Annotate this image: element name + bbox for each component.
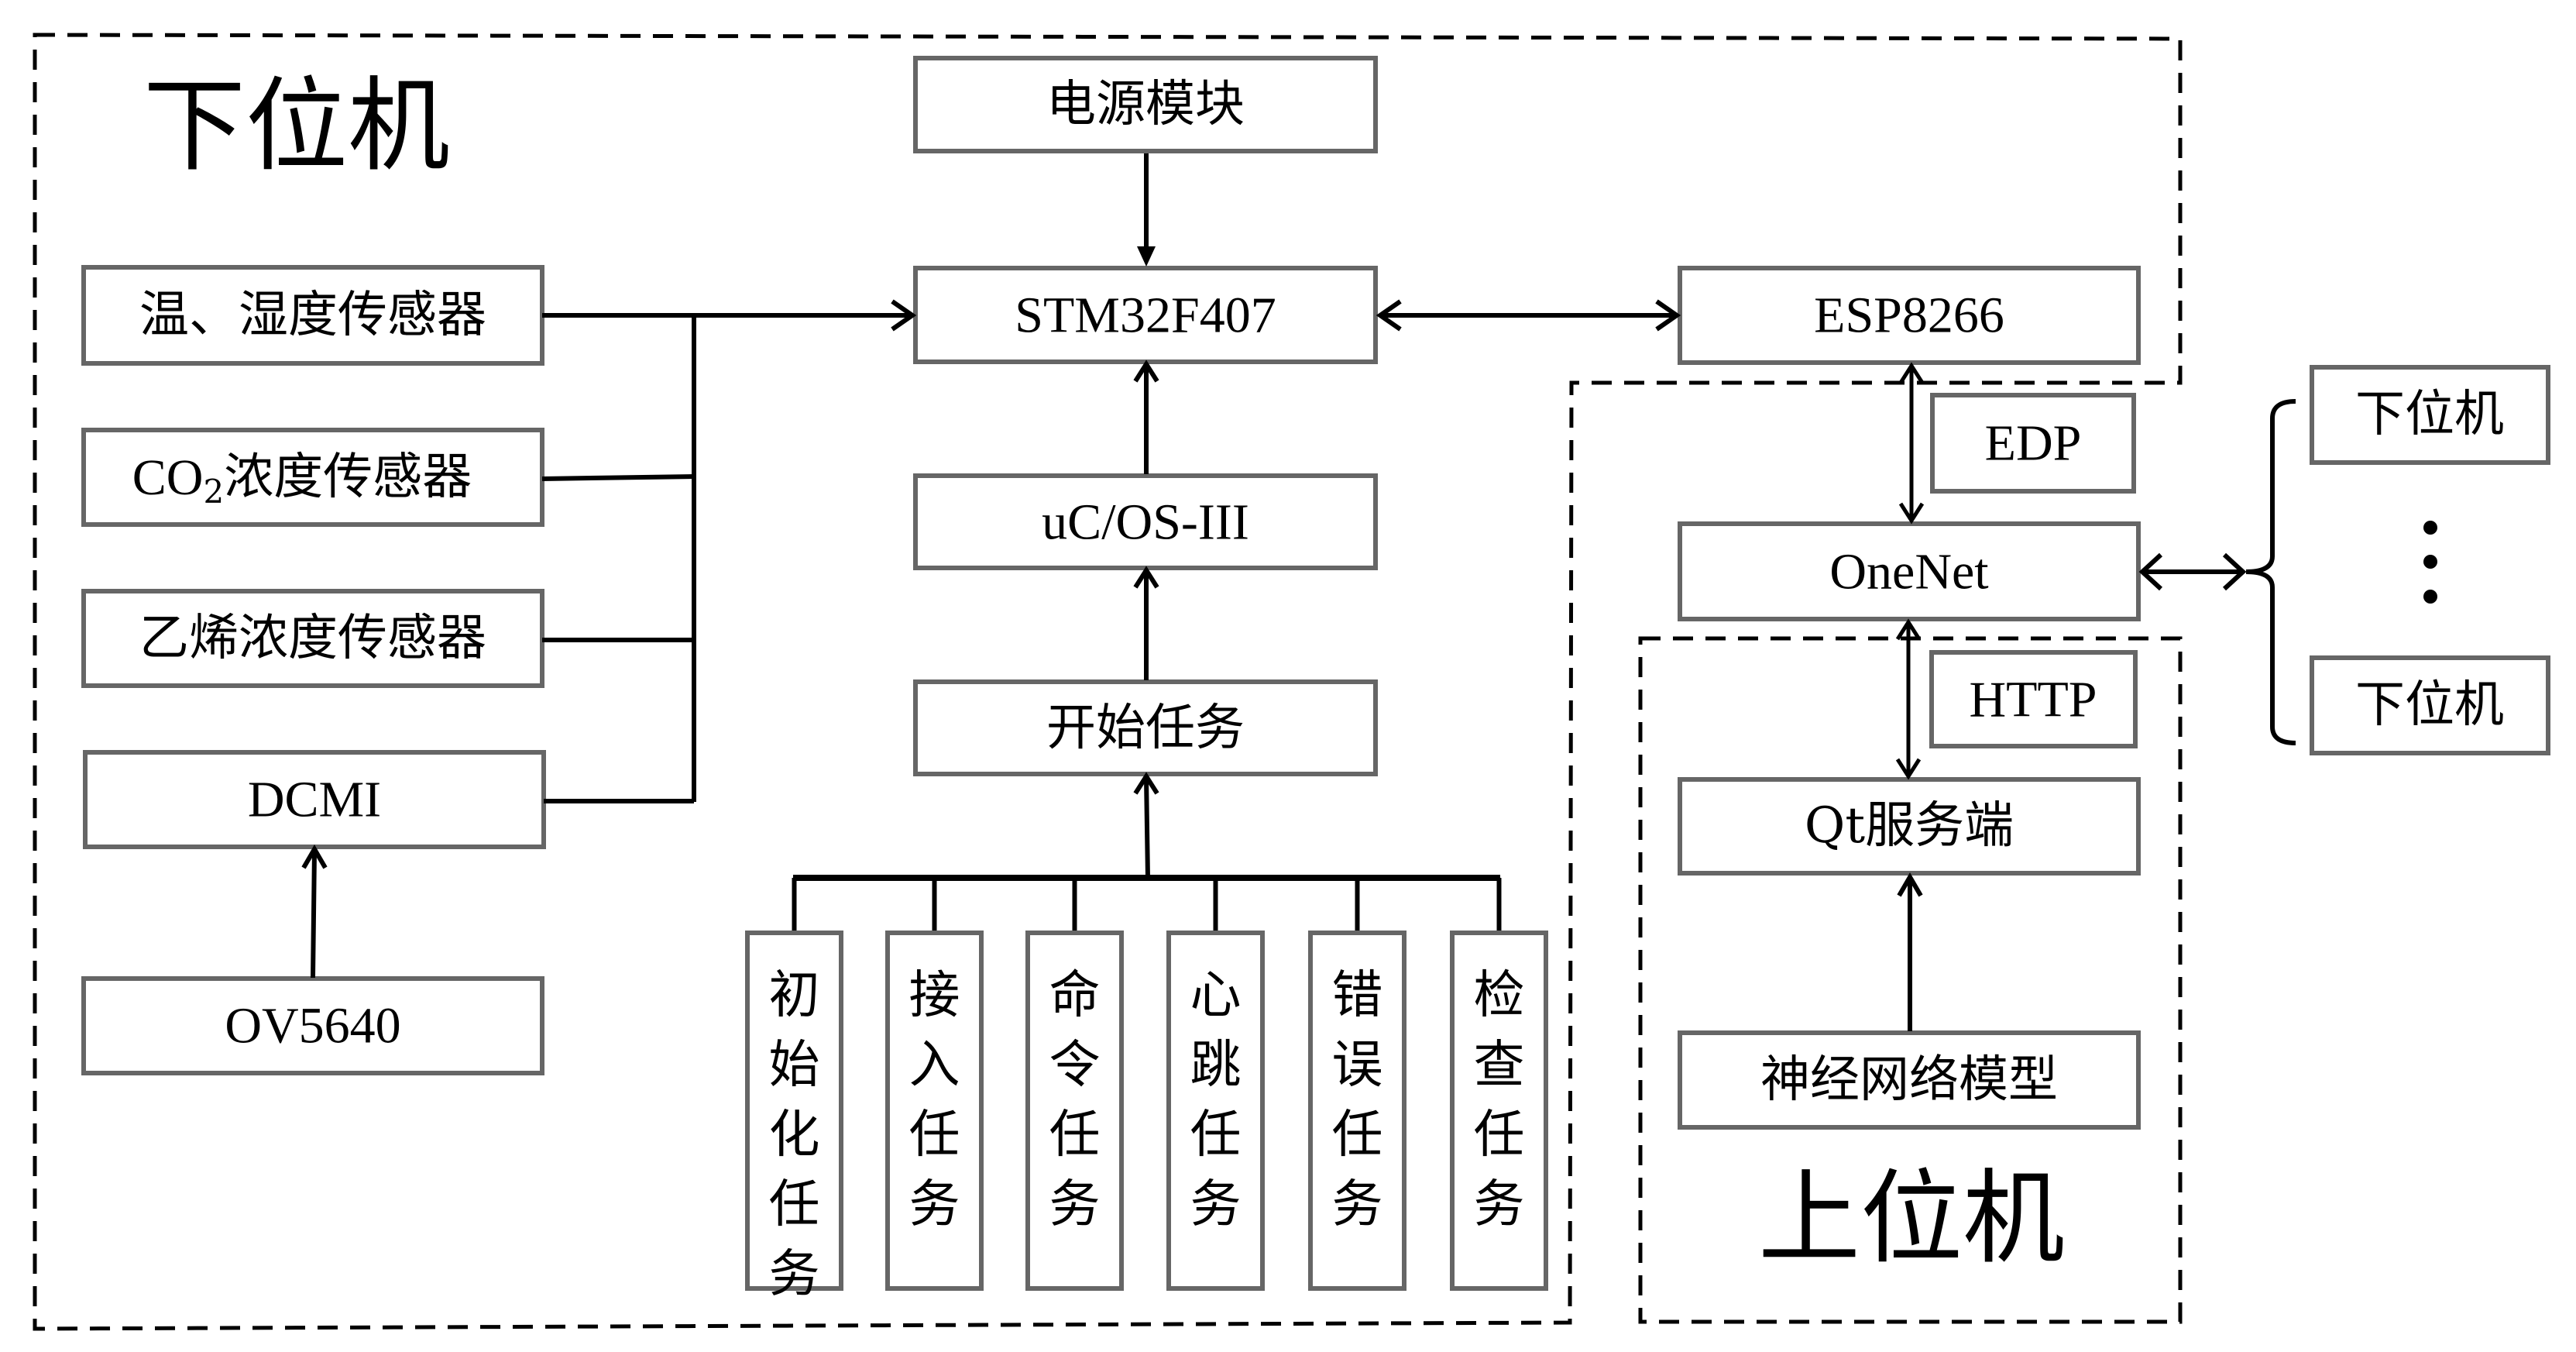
stm32-node[interactable]: STM32F407 — [913, 266, 1378, 364]
start-task-label: 开始任务 — [1046, 700, 1245, 757]
task-label-char: 任 — [1474, 1105, 1525, 1165]
neural-network-model-label: 神经网络模型 — [1760, 1051, 2058, 1109]
temp-humidity-sensor-label: 温、湿度传感器 — [139, 287, 486, 344]
mcu-esp-left-arrowhead-icon — [1376, 299, 1402, 332]
stm32-label: STM32F407 — [1015, 287, 1276, 344]
power-to-mcu-arrowhead-icon — [1137, 246, 1156, 267]
esp-onenet-down-arrowhead-icon — [1898, 502, 1925, 525]
task-label-char: 任 — [909, 1105, 960, 1165]
onenet-remote-right-arrowhead-icon — [2222, 552, 2247, 591]
tasks-to-start-line — [1144, 777, 1150, 879]
camera-to-dcmi-line — [311, 850, 317, 979]
onenet-remote-left-arrowhead-icon — [2138, 552, 2163, 591]
task-label-char: 错 — [1332, 965, 1383, 1025]
co2-sensor-node[interactable]: CO2浓度传感器 — [81, 428, 544, 527]
http-label: HTTP — [1970, 672, 2097, 728]
mcu-esp-right-arrowhead-icon — [1655, 299, 1681, 332]
task-label-char: 始 — [769, 1035, 820, 1095]
co2-suffix: 浓度传感器 — [224, 449, 472, 506]
task-label-char: 心 — [1190, 965, 1242, 1025]
task-label-char: 误 — [1332, 1035, 1383, 1095]
nn-to-qt-arrowhead-icon — [1897, 872, 1923, 897]
task-label-char: 任 — [1190, 1105, 1242, 1165]
remote-lower-machine-bottom-label: 下位机 — [2355, 676, 2504, 734]
neural-network-model-node[interactable]: 神经网络模型 — [1678, 1030, 2141, 1130]
task-label-char: 跳 — [1190, 1035, 1242, 1095]
task-label-char: 务 — [1190, 1175, 1242, 1234]
co2-prefix: CO — [132, 449, 204, 506]
co2-to-bus-line — [541, 474, 695, 481]
esp8266-label: ESP8266 — [1814, 287, 2004, 344]
task-label-char: 入 — [909, 1035, 960, 1095]
upper-machine-title: 上位机 — [1758, 1159, 2065, 1278]
remote-nodes-ellipsis-icon — [2423, 521, 2437, 604]
task-label-char: 务 — [1332, 1175, 1383, 1234]
camera-to-dcmi-arrowhead-icon — [301, 845, 328, 869]
task-box — [745, 931, 843, 1291]
task-label-char: 务 — [1049, 1175, 1101, 1234]
co2-subscript: 2 — [203, 473, 224, 511]
ov5640-label: OV5640 — [225, 998, 400, 1054]
remote-lower-machine-top-label: 下位机 — [2355, 386, 2504, 443]
task-box — [1308, 931, 1406, 1291]
ov5640-camera-node[interactable]: OV5640 — [81, 976, 544, 1075]
task-label-char: 令 — [1049, 1035, 1101, 1095]
lower-machine-title: 下位机 — [143, 67, 450, 186]
esp8266-node[interactable]: ESP8266 — [1678, 266, 2141, 365]
esp-onenet-up-arrowhead-icon — [1898, 362, 1925, 384]
remote-lower-machine-top-node[interactable]: 下位机 — [2310, 365, 2550, 465]
power-module-node[interactable]: 电源模块 — [913, 56, 1378, 153]
task-label-char: 接 — [909, 965, 960, 1025]
task-label-char: 务 — [1474, 1175, 1525, 1234]
task-label-char: 任 — [769, 1175, 820, 1234]
onenet-qt-up-arrowhead-icon — [1895, 618, 1922, 641]
task-label-char: 检 — [1474, 965, 1525, 1025]
task-box — [1450, 931, 1548, 1291]
task-label-char: 任 — [1332, 1105, 1383, 1165]
qt-server-label: Qt服务端 — [1805, 797, 2014, 855]
power-module-label: 电源模块 — [1046, 76, 1245, 133]
tasks-to-start-arrowhead-icon — [1133, 772, 1159, 795]
dcmi-node[interactable]: DCMI — [83, 750, 546, 849]
task-label-char: 查 — [1474, 1035, 1525, 1095]
edp-protocol-label-box: EDP — [1930, 393, 2136, 494]
onenet-node[interactable]: OneNet — [1678, 521, 2141, 621]
task-label-char: 命 — [1049, 965, 1101, 1025]
temp-humidity-sensor-node[interactable]: 温、湿度传感器 — [81, 265, 544, 366]
ethylene-sensor-node[interactable]: 乙烯浓度传感器 — [81, 589, 544, 688]
dcmi-label: DCMI — [248, 772, 381, 828]
rtos-to-mcu-arrowhead-icon — [1133, 360, 1159, 383]
onenet-label: OneNet — [1829, 544, 1988, 600]
edp-label: EDP — [1985, 415, 2082, 472]
task-box — [885, 931, 984, 1291]
remote-lower-machine-bottom-node[interactable]: 下位机 — [2310, 655, 2550, 755]
task-label-char: 化 — [769, 1105, 820, 1165]
task-box — [1025, 931, 1124, 1291]
rtos-label: uC/OS-III — [1042, 494, 1249, 551]
http-protocol-label-box: HTTP — [1929, 650, 2138, 748]
onenet-qt-down-arrowhead-icon — [1895, 758, 1922, 780]
task-label-char: 初 — [769, 965, 820, 1025]
task-box — [1166, 931, 1265, 1291]
remote-nodes-brace-icon — [2245, 399, 2296, 745]
task-label-char: 务 — [769, 1244, 820, 1304]
start-to-rtos-arrowhead-icon — [1133, 566, 1159, 589]
start-task-node[interactable]: 开始任务 — [913, 679, 1378, 776]
co2-sensor-label: CO2浓度传感器 — [132, 449, 472, 511]
sensors-to-mcu-arrowhead-icon — [891, 299, 917, 332]
task-label-char: 务 — [909, 1175, 960, 1234]
task-label-char: 任 — [1049, 1105, 1101, 1165]
qt-server-node[interactable]: Qt服务端 — [1678, 777, 2141, 876]
lower-machine-region-border — [33, 33, 2183, 1331]
rtos-node[interactable]: uC/OS-III — [913, 473, 1378, 570]
ethylene-sensor-label: 乙烯浓度传感器 — [139, 610, 486, 667]
